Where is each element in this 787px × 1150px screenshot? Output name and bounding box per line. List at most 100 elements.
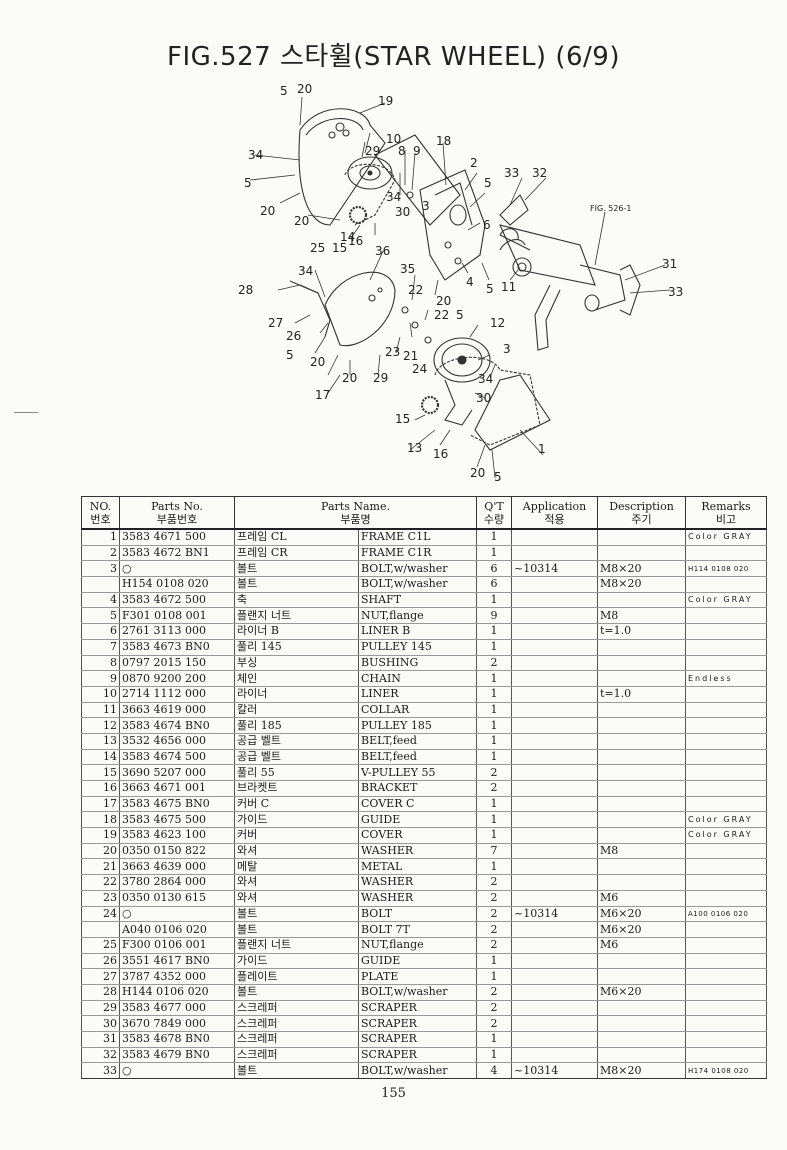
cell-name-en: GUIDE (358, 811, 477, 829)
cell-name-kr: 볼트 (234, 921, 359, 938)
svg-text:27: 27 (268, 316, 283, 330)
cell-app (511, 843, 598, 860)
cell-part-no: 2714 1112 000 (119, 686, 235, 703)
cell-qty: 6 (476, 560, 512, 578)
svg-text:5: 5 (494, 470, 502, 484)
cell-name-kr: 스크레퍼 (234, 1015, 359, 1032)
cell-part-no: ○ (119, 560, 235, 578)
cell-qty: 2 (476, 921, 512, 938)
cell-qty: 1 (476, 733, 512, 750)
cell-app (511, 984, 598, 1001)
svg-text:5: 5 (286, 348, 294, 362)
cell-name-kr: 플랜지 너트 (234, 937, 359, 954)
cell-qty: 1 (476, 1047, 512, 1064)
svg-text:20: 20 (310, 355, 325, 369)
cell-desc: M8×20 (597, 1062, 686, 1080)
cell-qty: 1 (476, 545, 512, 562)
cell-app (511, 529, 598, 546)
cell-rem (685, 655, 767, 672)
cell-no: 23 (81, 890, 120, 907)
cell-app (511, 592, 598, 609)
cell-desc (597, 1015, 686, 1032)
cell-qty: 1 (476, 639, 512, 656)
cell-part-no: 3780 2864 000 (119, 874, 235, 891)
cell-name-kr: 볼트 (234, 576, 359, 593)
cell-qty: 1 (476, 858, 512, 876)
cell-rem (685, 686, 767, 703)
cell-name-en: BOLT,w/washer (358, 560, 477, 578)
cell-name-kr: 와셔 (234, 890, 359, 907)
cell-desc (597, 1047, 686, 1064)
cell-rem (685, 764, 767, 781)
cell-app (511, 1015, 598, 1032)
svg-text:5: 5 (484, 176, 492, 190)
cell-part-no: 3663 4671 001 (119, 780, 235, 797)
cell-desc (597, 529, 686, 546)
cell-part-no: ○ (119, 1062, 235, 1080)
cell-name-kr: 커버 (234, 827, 359, 844)
cell-qty: 1 (476, 968, 512, 985)
cell-app (511, 702, 598, 719)
cell-desc (597, 717, 686, 734)
cell-name-kr: 풀리 185 (234, 717, 359, 734)
cell-qty: 2 (476, 906, 512, 923)
cell-rem (685, 576, 767, 593)
cell-no: 14 (81, 749, 120, 766)
cell-name-kr: 프레임 CL (234, 529, 359, 546)
cell-qty: 1 (476, 702, 512, 719)
cell-no: 26 (81, 953, 120, 970)
cell-rem (685, 639, 767, 656)
cell-app (511, 968, 598, 985)
cell-name-en: COVER (358, 827, 477, 844)
cell-name-en: LINER (358, 686, 477, 703)
cell-no: 27 (81, 968, 120, 985)
cell-name-en: WASHER (358, 874, 477, 891)
svg-text:16: 16 (348, 234, 363, 248)
cell-rem (685, 874, 767, 891)
cell-desc: M6 (597, 890, 686, 907)
svg-text:5: 5 (486, 282, 494, 296)
cell-no: 9 (81, 670, 120, 687)
cell-rem: Color GRAY (685, 811, 767, 829)
cell-desc (597, 655, 686, 672)
cell-name-kr: 라이너 (234, 686, 359, 703)
cell-name-kr: 체인 (234, 670, 359, 687)
svg-text:5: 5 (456, 308, 464, 322)
svg-text:20: 20 (342, 371, 357, 385)
cell-qty: 1 (476, 592, 512, 609)
cell-name-en: SCRAPER (358, 1000, 477, 1017)
cell-part-no: 3670 7849 000 (119, 1015, 235, 1032)
cell-desc (597, 1000, 686, 1017)
cell-part-no: 0350 0150 822 (119, 843, 235, 860)
page-number: 155 (381, 1086, 406, 1101)
cell-name-en: BOLT,w/washer (358, 984, 477, 1001)
cell-app (511, 607, 598, 625)
cell-rem: H174 0108 020 (685, 1062, 767, 1080)
cell-app (511, 858, 598, 876)
svg-text:22: 22 (408, 283, 423, 297)
cell-name-en: GUIDE (358, 953, 477, 970)
cell-name-kr: 축 (234, 592, 359, 609)
cell-qty: 2 (476, 874, 512, 891)
cell-rem: A100 0106 020 (685, 906, 767, 923)
cell-desc (597, 780, 686, 797)
cell-app (511, 639, 598, 656)
cell-name-en: BELT,feed (358, 733, 477, 750)
svg-text:18: 18 (436, 134, 451, 148)
cell-no: 10 (81, 686, 120, 703)
cell-app (511, 733, 598, 750)
cell-name-en: SCRAPER (358, 1015, 477, 1032)
cell-name-en: WASHER (358, 890, 477, 907)
